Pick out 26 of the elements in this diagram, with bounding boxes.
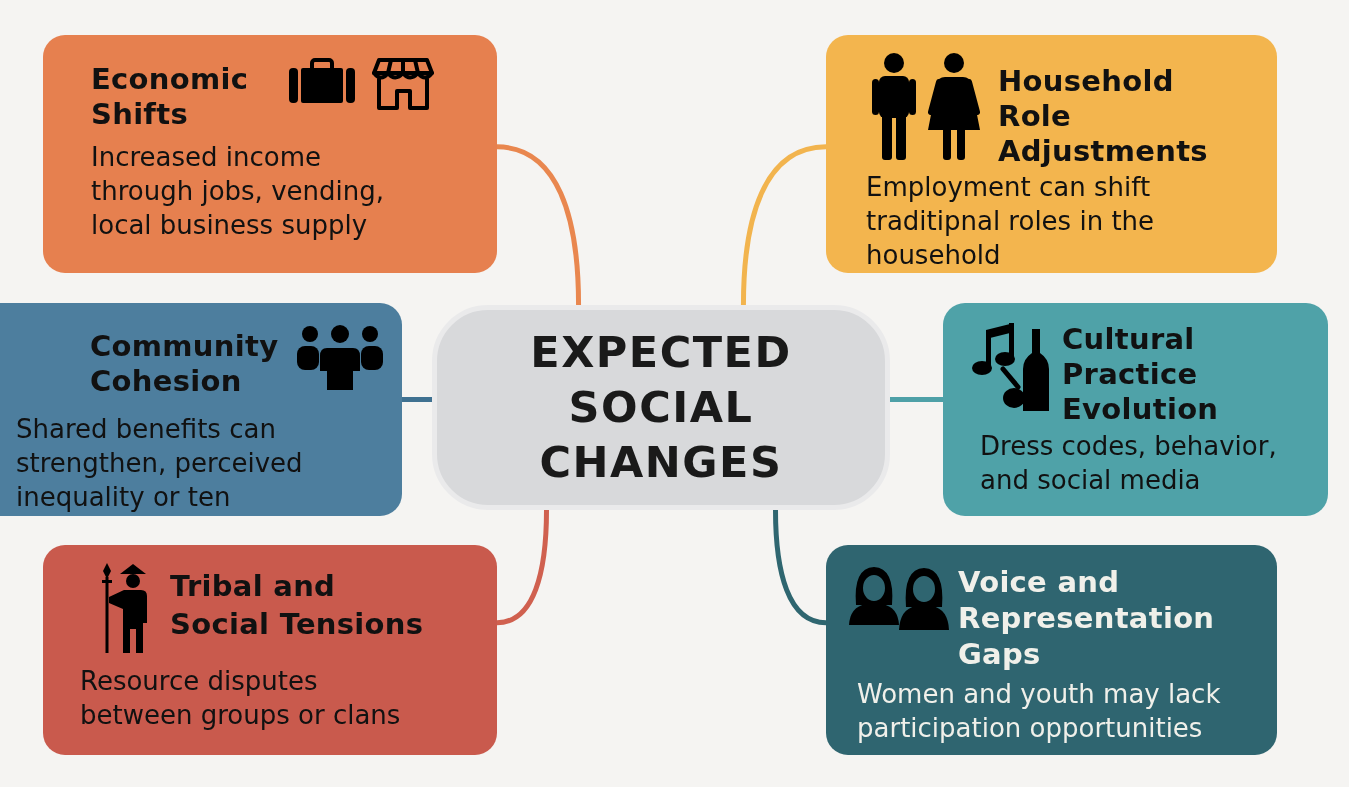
connector-line [402, 397, 432, 402]
card-description: Shared benefits can strengthen, perceived inequality or ten [16, 413, 304, 514]
topic-card [0, 303, 402, 516]
connector-line [496, 509, 549, 626]
topic-card [943, 303, 1328, 516]
card-description: Dress codes, behavior, and social media [980, 430, 1278, 497]
connector-line [773, 509, 827, 626]
card-heading: Cultural Practice Evolution [1062, 322, 1220, 427]
card-description: Increased income through jobs, vending, local business supply [91, 141, 385, 242]
connector-line [740, 144, 827, 306]
topic-card [43, 35, 497, 273]
topic-card [826, 545, 1277, 755]
connector-line [496, 144, 582, 306]
card-heading: Tribal and Social Tensions [170, 568, 425, 643]
card-description: Women and youth may lack participation opportunities [857, 678, 1222, 745]
card-description: Resource disputes between groups or clans [80, 665, 402, 732]
card-heading: Voice and Representation Gaps [958, 564, 1216, 672]
card-heading: Household Role Adjustments [998, 64, 1209, 169]
connector-line [890, 397, 943, 402]
card-description: Employment can shift traditipnal roles in the household [866, 171, 1156, 272]
topic-card [43, 545, 497, 755]
central-topic-title: EXPECTED SOCIAL CHANGES [529, 326, 793, 489]
card-heading: Economic Shifts [91, 62, 250, 132]
card-heading: Community Cohesion [90, 329, 280, 399]
central-topic-box [432, 305, 890, 510]
topic-card [826, 35, 1277, 273]
